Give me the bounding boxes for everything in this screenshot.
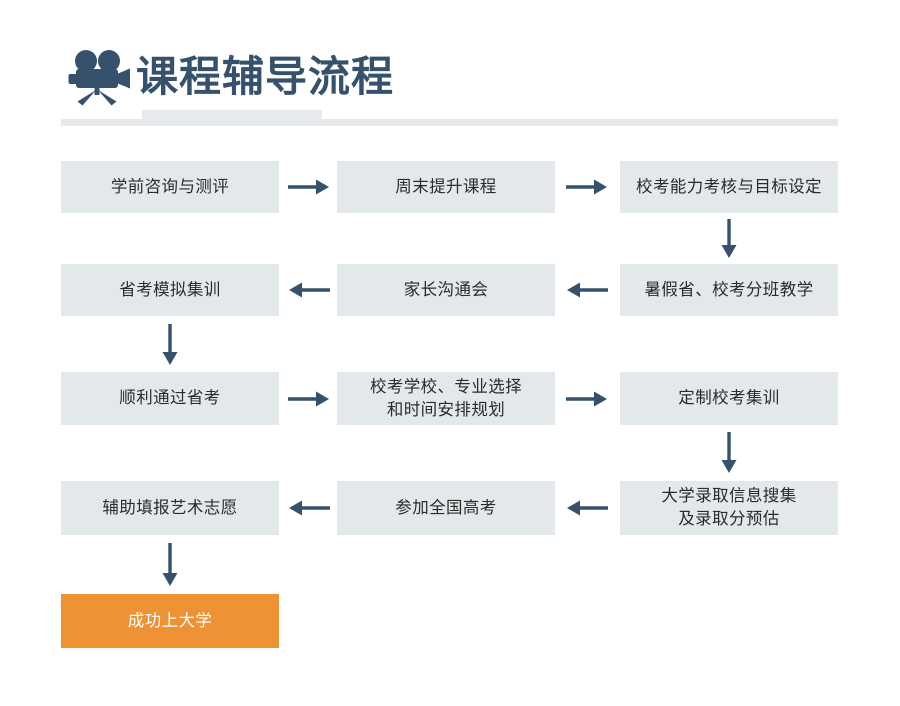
flow-node-n6[interactable]: 暑假省、校考分班教学 — [620, 264, 838, 316]
flow-node-label: 成功上大学 — [127, 611, 213, 630]
page-header: 课程辅导流程 — [0, 0, 900, 135]
flow-node-n12[interactable]: 大学录取信息搜集 及录取分预估 — [620, 481, 838, 535]
arrow-right-n1-n2 — [288, 176, 330, 198]
movie-camera-icon — [68, 50, 134, 106]
flow-node-n2[interactable]: 周末提升课程 — [337, 161, 555, 213]
arrow-left-n12-n11 — [566, 497, 608, 519]
arrow-left-n5-n4 — [288, 279, 330, 301]
flow-node-label-line-2: 及录取分预估 — [678, 510, 780, 528]
flow-node-label-line-2: 和时间安排规划 — [386, 400, 506, 419]
flow-node-n3[interactable]: 校考能力考核与目标设定 — [620, 161, 838, 213]
flow-node-n9[interactable]: 定制校考集训 — [620, 372, 838, 425]
flow-node-label: 周末提升课程 — [395, 177, 497, 196]
flow-node-label: 顺利通过省考 — [119, 389, 221, 407]
flow-node-n8[interactable]: 校考学校、专业选择 和时间安排规划 — [337, 372, 555, 425]
flow-node-label: 参加全国高考 — [395, 498, 497, 517]
arrow-right-n7-n8 — [288, 388, 330, 410]
flow-node-label: 学前咨询与测评 — [110, 177, 230, 196]
arrow-down-n3-n6 — [718, 219, 740, 259]
flow-node-n7[interactable]: 顺利通过省考 — [61, 372, 279, 425]
arrow-right-n8-n9 — [566, 388, 608, 410]
flow-node-label: 辅助填报艺术志愿 — [102, 498, 238, 517]
flow-node-label: 暑假省、校考分班教学 — [644, 280, 814, 299]
flow-node-n11[interactable]: 参加全国高考 — [337, 481, 555, 535]
arrow-left-n6-n5 — [566, 279, 608, 301]
arrow-down-n10-n13 — [159, 543, 181, 587]
arrow-down-n9-n12 — [718, 432, 740, 474]
title-divider-bar — [61, 119, 838, 126]
arrow-down-n4-n7 — [159, 324, 181, 366]
arrow-left-n11-n10 — [288, 497, 330, 519]
flow-node-n10[interactable]: 辅助填报艺术志愿 — [61, 481, 279, 535]
flow-node-n1[interactable]: 学前咨询与测评 — [61, 161, 279, 213]
flow-node-label: 省考模拟集训 — [119, 280, 221, 299]
flow-node-label: 家长沟通会 — [403, 280, 489, 299]
flow-node-label: 校考能力考核与目标设定 — [636, 177, 822, 196]
flow-node-label-line-1: 校考学校、专业选择 — [369, 377, 523, 396]
flow-node-label-line-1: 大学录取信息搜集 — [661, 487, 797, 505]
flow-node-n5[interactable]: 家长沟通会 — [337, 264, 555, 316]
flow-node-label: 定制校考集训 — [678, 389, 780, 407]
page-title: 课程辅导流程 — [136, 53, 395, 100]
flow-node-n4[interactable]: 省考模拟集训 — [61, 264, 279, 316]
title-underline-block — [142, 110, 322, 120]
flow-node-n13[interactable]: 成功上大学 — [61, 594, 279, 648]
arrow-right-n2-n3 — [566, 176, 608, 198]
